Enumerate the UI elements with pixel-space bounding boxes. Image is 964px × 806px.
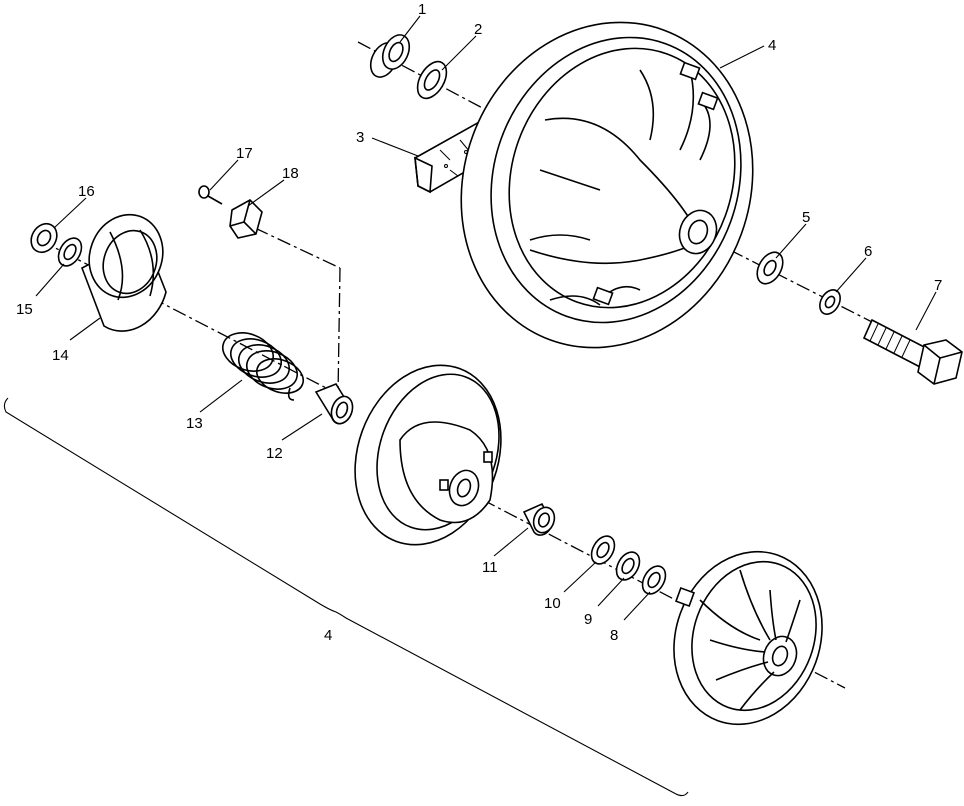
callout-12: 12: [266, 445, 283, 462]
callout-17: 17: [236, 145, 253, 162]
pin-icon: [198, 185, 223, 205]
callout-2: 2: [474, 21, 482, 38]
moveable-sheave-icon: [354, 364, 502, 546]
callout-10: 10: [544, 595, 561, 612]
callout-7: 7: [934, 277, 942, 294]
callout-3: 3: [356, 129, 364, 146]
callout-13: 13: [186, 415, 203, 432]
callout-11: 11: [482, 559, 498, 576]
spring-icon: [222, 332, 305, 401]
washer-icon: [756, 251, 784, 285]
washer-icon: [57, 237, 83, 267]
washer-icon: [641, 565, 667, 595]
callout-9: 9: [584, 611, 592, 628]
callout-8: 8: [610, 627, 618, 644]
callout-1: 1: [418, 1, 426, 18]
roller-button-icon: [229, 199, 263, 239]
washer-icon: [590, 535, 616, 565]
callout-15: 15: [16, 301, 33, 318]
callout-4: 4: [768, 37, 776, 54]
leader-lines: [35, 15, 937, 621]
assembly-bracket: [3, 397, 689, 797]
bushing-icon: [522, 502, 556, 536]
bolt-icon: [862, 318, 963, 385]
callout-18: 18: [282, 165, 299, 182]
callout-14: 14: [52, 347, 69, 364]
assembly-label: 4: [324, 627, 332, 644]
callout-5: 5: [802, 209, 810, 226]
lock-washer-icon: [819, 289, 841, 315]
driven-clutch-sheave-icon: [460, 21, 754, 349]
cam-helix-icon: [80, 213, 167, 332]
fixed-sheave-icon: [673, 550, 823, 726]
callout-6: 6: [864, 243, 872, 260]
bearing-icon: [369, 34, 411, 78]
washer-icon: [416, 60, 448, 100]
callout-16: 16: [78, 183, 95, 200]
washer-icon: [615, 551, 641, 581]
snap-ring-icon: [30, 222, 58, 254]
callout-labels: 1 2 3 4 5 6 7 8 9 10 11 12 13 14 15 16 1…: [16, 1, 942, 644]
bushing-icon: [314, 383, 354, 425]
